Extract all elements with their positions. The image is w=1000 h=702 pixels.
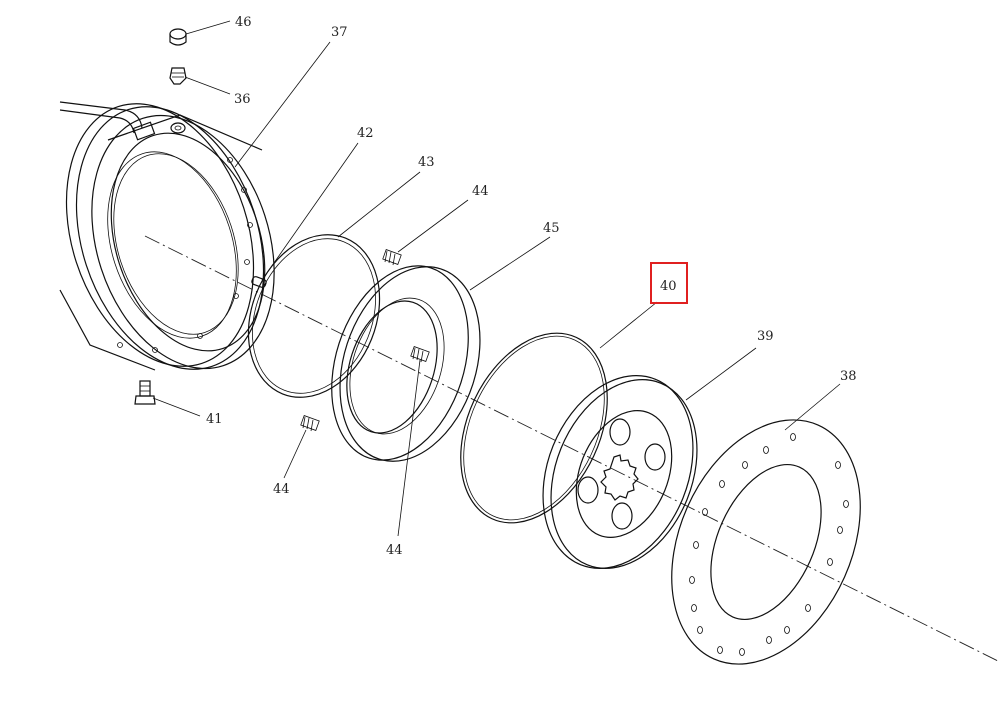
callout-40-highlight-box — [650, 262, 688, 304]
spring-part-44-center — [410, 346, 430, 363]
callout-44-center: 44 — [386, 543, 403, 558]
center-axis-line — [144, 235, 1000, 663]
callout-38: 38 — [840, 369, 857, 384]
bolt-part-41 — [134, 380, 156, 405]
callout-44-upper: 44 — [472, 184, 489, 199]
callout-39: 39 — [757, 329, 774, 344]
fitting-part-36 — [169, 67, 187, 85]
callout-41: 41 — [206, 412, 223, 427]
gasket-part-38 — [671, 419, 861, 665]
seal-ring-part-43 — [247, 234, 381, 398]
o-ring-part-40 — [460, 332, 608, 524]
callout-40: 40 — [660, 279, 677, 294]
leader-lines — [152, 20, 841, 537]
callout-44-lower: 44 — [273, 482, 290, 497]
callout-45: 45 — [543, 221, 560, 236]
brake-housing-part-37 — [59, 101, 275, 371]
callout-36: 36 — [234, 92, 251, 107]
spring-part-44-lower — [300, 415, 320, 432]
pressure-plate-part-45 — [331, 265, 481, 462]
callout-43: 43 — [418, 155, 435, 170]
pin-part-42 — [251, 276, 267, 288]
spring-part-44-upper — [382, 249, 402, 266]
callout-46: 46 — [235, 15, 252, 30]
cap-part-46 — [169, 28, 187, 46]
friction-disc-part-39 — [542, 375, 698, 569]
callout-37: 37 — [331, 25, 348, 40]
callout-42: 42 — [357, 126, 374, 141]
